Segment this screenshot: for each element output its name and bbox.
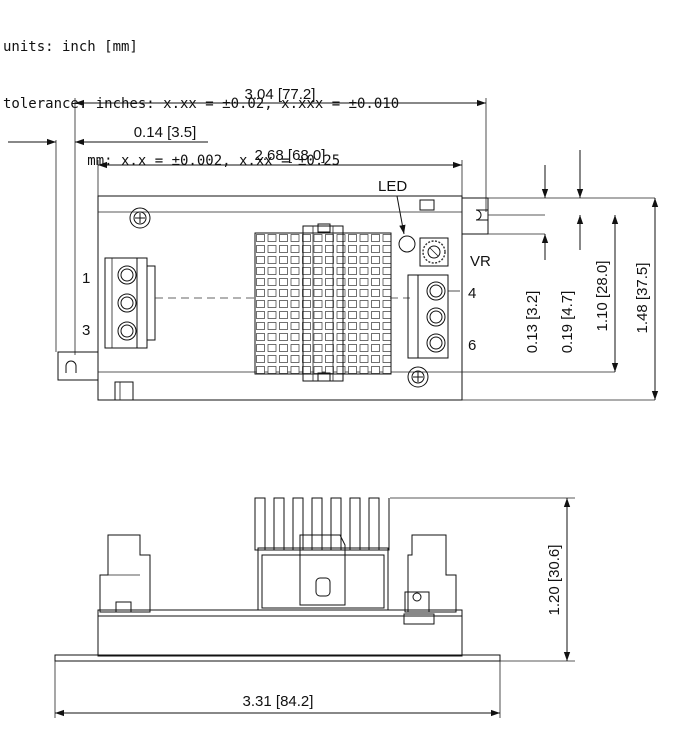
dim-overall-width-label: 3.04 [77.2] xyxy=(245,86,316,103)
top-view: 3.04 [77.2] 0.14 [3.5] 2.68 [68.0] LED V… xyxy=(8,86,659,401)
right-terminal-block xyxy=(407,274,460,359)
dim-height-label: 1.20 [30.6] xyxy=(546,545,563,616)
vr-label: VR xyxy=(470,253,491,270)
pin-3-label: 3 xyxy=(82,322,90,339)
dim-v3-label: 1.10 [28.0] xyxy=(594,261,611,332)
pin-4-label: 4 xyxy=(468,285,476,302)
led-indicator xyxy=(398,235,416,253)
right-terminal-side xyxy=(407,534,457,613)
board-outline xyxy=(97,195,463,401)
heatsink-top xyxy=(254,223,392,382)
side-view: 1.20 [30.6] 3.31 [84.2] xyxy=(54,497,575,718)
screw-bottom-right xyxy=(407,366,429,388)
base-plate xyxy=(54,654,501,662)
heatsink-fins-side xyxy=(254,497,390,551)
dim-body-width-label: 2.68 [68.0] xyxy=(255,147,326,164)
pin-6-label: 6 xyxy=(468,337,476,354)
vr-potentiometer xyxy=(419,237,449,267)
dim-side-width-label: 3.31 [84.2] xyxy=(243,693,314,710)
screw-top-left xyxy=(129,207,151,229)
left-terminal-side xyxy=(99,534,151,613)
dim-offset-label: 0.14 [3.5] xyxy=(134,124,197,141)
led-label: LED xyxy=(378,178,407,195)
left-terminal-block xyxy=(104,257,156,349)
dim-v4-label: 1.48 [37.5] xyxy=(634,263,651,334)
dim-v2-label: 0.19 [4.7] xyxy=(559,291,576,354)
dim-v1-label: 0.13 [3.2] xyxy=(524,291,541,354)
units-note: units: inch [mm] xyxy=(3,39,138,55)
pin-1-label: 1 xyxy=(82,270,90,287)
